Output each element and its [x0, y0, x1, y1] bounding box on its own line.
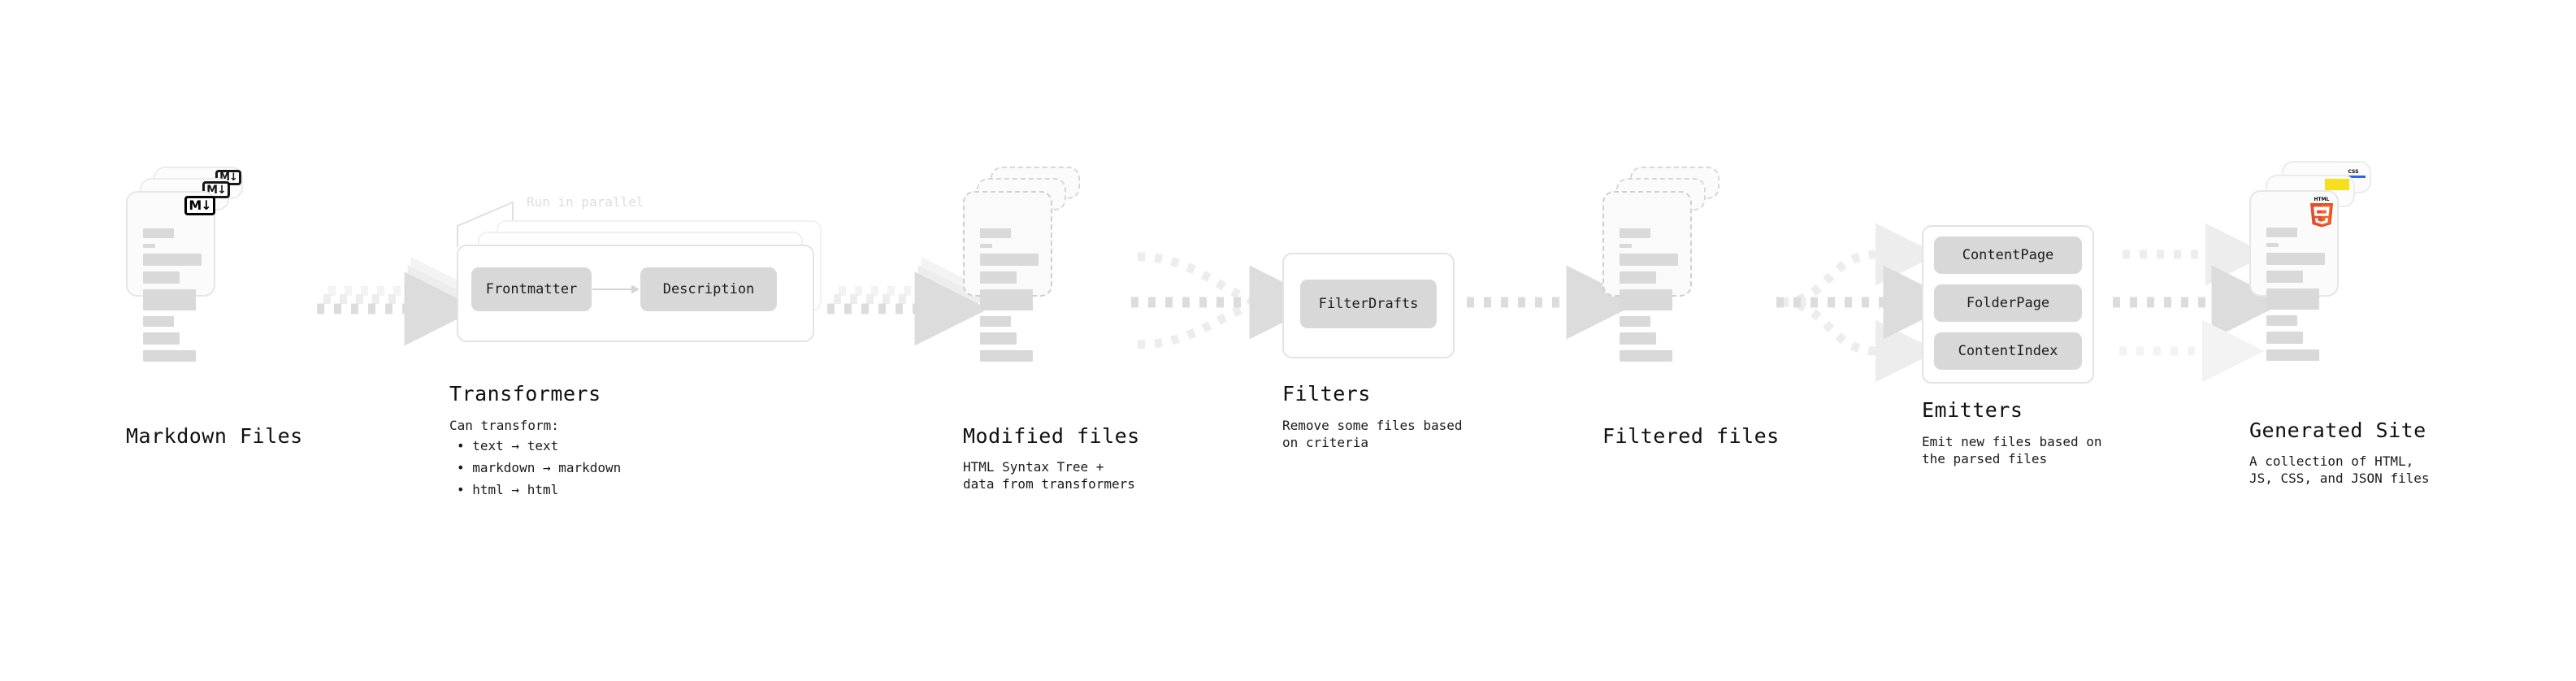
css-icon: CSS	[2341, 167, 2366, 178]
generated-site-subtitle: A collection of HTML, JS, CSS, and JSON …	[2249, 453, 2430, 486]
content-bar	[1620, 271, 1656, 284]
connector-transformers-to-modified	[827, 257, 990, 346]
content-bar	[143, 254, 202, 266]
content-bar	[2266, 332, 2303, 344]
transformers-bullet-0: • text → text	[457, 438, 559, 453]
transformer-arrow-main	[592, 284, 640, 294]
content-bar	[980, 271, 1017, 284]
connector-modified-to-filters	[1131, 252, 1324, 349]
content-bar	[1620, 332, 1656, 345]
svg-text:HTML: HTML	[2314, 197, 2330, 202]
markdown-card-content	[143, 228, 202, 362]
content-bar	[2266, 288, 2319, 310]
content-bar	[143, 228, 174, 238]
content-bar	[1620, 316, 1650, 327]
modified-card-content	[980, 228, 1039, 362]
emitter-chip-contentindex[interactable]: ContentIndex	[1934, 332, 2082, 370]
run-in-parallel-bracket	[457, 202, 514, 247]
html5-icon: HTML	[2310, 197, 2333, 228]
content-bar	[143, 316, 174, 327]
filtered-files-title: Filtered files	[1602, 424, 1780, 448]
content-bar	[1620, 350, 1672, 362]
emitters-title: Emitters	[1922, 398, 2023, 422]
content-bar	[980, 332, 1017, 345]
content-bar	[143, 350, 196, 362]
transformer-chip-frontmatter[interactable]: Frontmatter	[471, 267, 592, 311]
content-bar	[980, 254, 1039, 266]
emitter-chip-contentpage[interactable]: ContentPage	[1934, 236, 2082, 274]
content-bar	[2266, 271, 2303, 283]
transformer-chip-description[interactable]: Description	[640, 267, 777, 311]
content-bar	[1620, 244, 1632, 248]
content-bar	[980, 350, 1033, 362]
filtered-card-content	[1620, 228, 1679, 362]
emitter-chip-folderpage[interactable]: FolderPage	[1934, 284, 2082, 322]
transformers-subtitle: Can transform:	[449, 418, 559, 433]
css-icon-bar	[2341, 176, 2366, 178]
content-bar	[2266, 349, 2319, 361]
modified-files-subtitle: HTML Syntax Tree + data from transformer…	[963, 459, 1135, 492]
connector-markdown-to-transformers	[317, 257, 479, 346]
emitters-subtitle: Emit new files based on the parsed files	[1922, 434, 2102, 466]
transformers-bullet-1: • markdown → markdown	[457, 460, 622, 475]
content-bar	[980, 228, 1011, 238]
transformers-bullet-2: • html → html	[457, 482, 559, 497]
generated-site-title: Generated Site	[2249, 419, 2426, 442]
content-bar	[143, 271, 180, 284]
filter-chip-filterdrafts[interactable]: FilterDrafts	[1300, 280, 1437, 328]
filters-subtitle: Remove some files based on criteria	[1282, 418, 1463, 450]
connector-emitters-to-site	[2113, 223, 2286, 383]
content-bar	[980, 316, 1011, 327]
site-card-content	[2266, 228, 2326, 361]
content-bar	[2266, 253, 2325, 265]
content-bar	[143, 332, 180, 345]
content-bar	[2266, 243, 2279, 247]
js-icon	[2325, 179, 2349, 190]
content-bar	[143, 289, 196, 310]
markdown-icon: M↓	[184, 196, 215, 215]
transformers-title: Transformers	[449, 382, 601, 406]
filters-title: Filters	[1282, 382, 1371, 406]
content-bar	[143, 244, 155, 248]
content-bar	[2266, 315, 2297, 326]
content-bar	[1620, 228, 1650, 238]
markdown-files-title: Markdown Files	[126, 424, 303, 448]
content-bar	[980, 244, 992, 248]
content-bar	[2266, 228, 2297, 237]
css-icon-label: CSS	[2348, 169, 2359, 175]
content-bar	[1620, 289, 1672, 310]
modified-files-title: Modified files	[963, 424, 1140, 448]
content-bar	[980, 289, 1033, 310]
connector-filtered-to-emitters	[1776, 223, 1958, 383]
content-bar	[1620, 254, 1678, 266]
run-in-parallel-label: Run in parallel	[527, 194, 644, 210]
